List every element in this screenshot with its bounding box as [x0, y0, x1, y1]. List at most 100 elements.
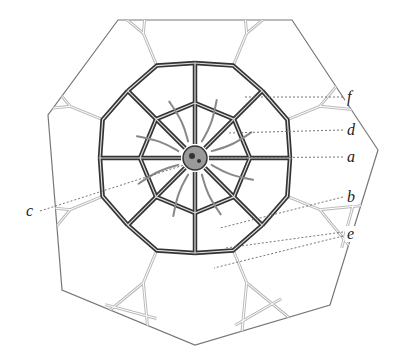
- cell-wall: [194, 213, 195, 253]
- cell-wall: [143, 283, 153, 353]
- cell-wall: [287, 106, 319, 119]
- cell-wall: [194, 63, 195, 103]
- cell-wall: [193, 103, 198, 144]
- callout-letter: f: [345, 89, 353, 105]
- cell-wall: [100, 157, 140, 158]
- cell-wall: [234, 0, 285, 11]
- cell-wall: [70, 196, 102, 209]
- cell-wall: [287, 196, 319, 209]
- cell-wall: [143, 33, 156, 65]
- cell-wall: [70, 106, 102, 119]
- cell-wall: [287, 106, 319, 119]
- cell-wall: [250, 156, 290, 161]
- cell-wall: [195, 63, 262, 91]
- callout-letter: b: [345, 189, 357, 205]
- strand: [173, 175, 188, 216]
- cell-wall: [128, 63, 195, 91]
- callout-letter: d: [345, 122, 357, 138]
- cell-wall: [109, 0, 155, 17]
- outer-outline: [48, 20, 378, 345]
- cell-wall: [336, 72, 363, 118]
- cell-wall: [128, 91, 156, 119]
- leader-line: [214, 236, 343, 268]
- cell-wall: [128, 91, 156, 119]
- cell-wall: [0, 106, 70, 116]
- cell-wall: [70, 196, 102, 209]
- cell-wall: [237, 0, 247, 33]
- cell-wall: [234, 91, 262, 119]
- cell-wall: [205, 119, 234, 148]
- cell-wall: [143, 0, 153, 33]
- cell-wall: [234, 0, 285, 11]
- callout-letter: a: [345, 149, 357, 165]
- nucleus-dot: [197, 159, 201, 163]
- cell-wall: [193, 63, 198, 103]
- strand: [139, 165, 179, 184]
- cell-wall: [35, 68, 49, 119]
- cell-wall: [65, 0, 144, 33]
- strand: [212, 165, 253, 180]
- cell-wall: [205, 119, 234, 148]
- cell-wall: [128, 197, 156, 225]
- cell-wall: [100, 158, 128, 225]
- cell-wall: [262, 158, 290, 225]
- nucleus-dot: [189, 153, 195, 159]
- cell-wall: [5, 210, 70, 289]
- cell-wall: [128, 225, 195, 253]
- cell-wall: [156, 119, 185, 148]
- cell-wall: [140, 156, 181, 161]
- leader-line: [220, 197, 343, 228]
- cell-wall: [233, 33, 246, 65]
- cell-wall: [5, 210, 70, 289]
- cell-wall: [65, 283, 144, 348]
- cell-wall: [234, 91, 262, 119]
- cell-wall: [143, 33, 156, 65]
- cell-wall: [128, 63, 195, 91]
- cell-wall: [320, 106, 397, 116]
- cell-wall: [233, 250, 246, 282]
- cell-wall: [237, 0, 247, 33]
- cell-wall: [235, 299, 281, 326]
- cell-wall: [195, 63, 262, 91]
- cell-wall: [35, 68, 49, 119]
- cell-wall: [100, 156, 140, 161]
- cell-wall: [65, 0, 144, 33]
- cell-wall: [70, 106, 102, 119]
- leader-line: [245, 97, 343, 98]
- strand: [137, 136, 178, 151]
- cell-wall: [65, 283, 144, 348]
- cell-wall: [109, 0, 155, 17]
- cell-wall: [262, 91, 290, 158]
- cell-wall: [100, 158, 128, 225]
- cell-wall: [233, 33, 246, 65]
- cell-wall: [143, 0, 153, 33]
- cell-wall: [105, 305, 156, 319]
- cell-wall: [336, 72, 363, 118]
- strand: [202, 100, 217, 141]
- cell-wall: [143, 250, 156, 282]
- cell-wall: [320, 200, 397, 210]
- strand: [202, 175, 221, 215]
- cell-wall: [156, 168, 185, 197]
- cell-wall: [5, 28, 70, 107]
- cell-wall: [262, 158, 290, 225]
- cell-wall: [105, 305, 156, 319]
- leader-line: [40, 165, 184, 211]
- callout-letter: e: [345, 226, 356, 242]
- cell-wall: [140, 157, 181, 158]
- cell-wall: [320, 200, 397, 210]
- cell-wall: [320, 28, 385, 107]
- cell-wall: [247, 0, 326, 33]
- cell-wall: [247, 283, 326, 348]
- leader-line: [228, 130, 343, 133]
- strand: [212, 132, 252, 151]
- cell-wall: [194, 103, 195, 144]
- cell-wall: [128, 197, 156, 225]
- cell-wall: [194, 172, 195, 213]
- cell-wall: [100, 91, 128, 158]
- cell-wall: [128, 225, 195, 253]
- strand: [169, 102, 188, 142]
- cell-wall: [320, 210, 385, 289]
